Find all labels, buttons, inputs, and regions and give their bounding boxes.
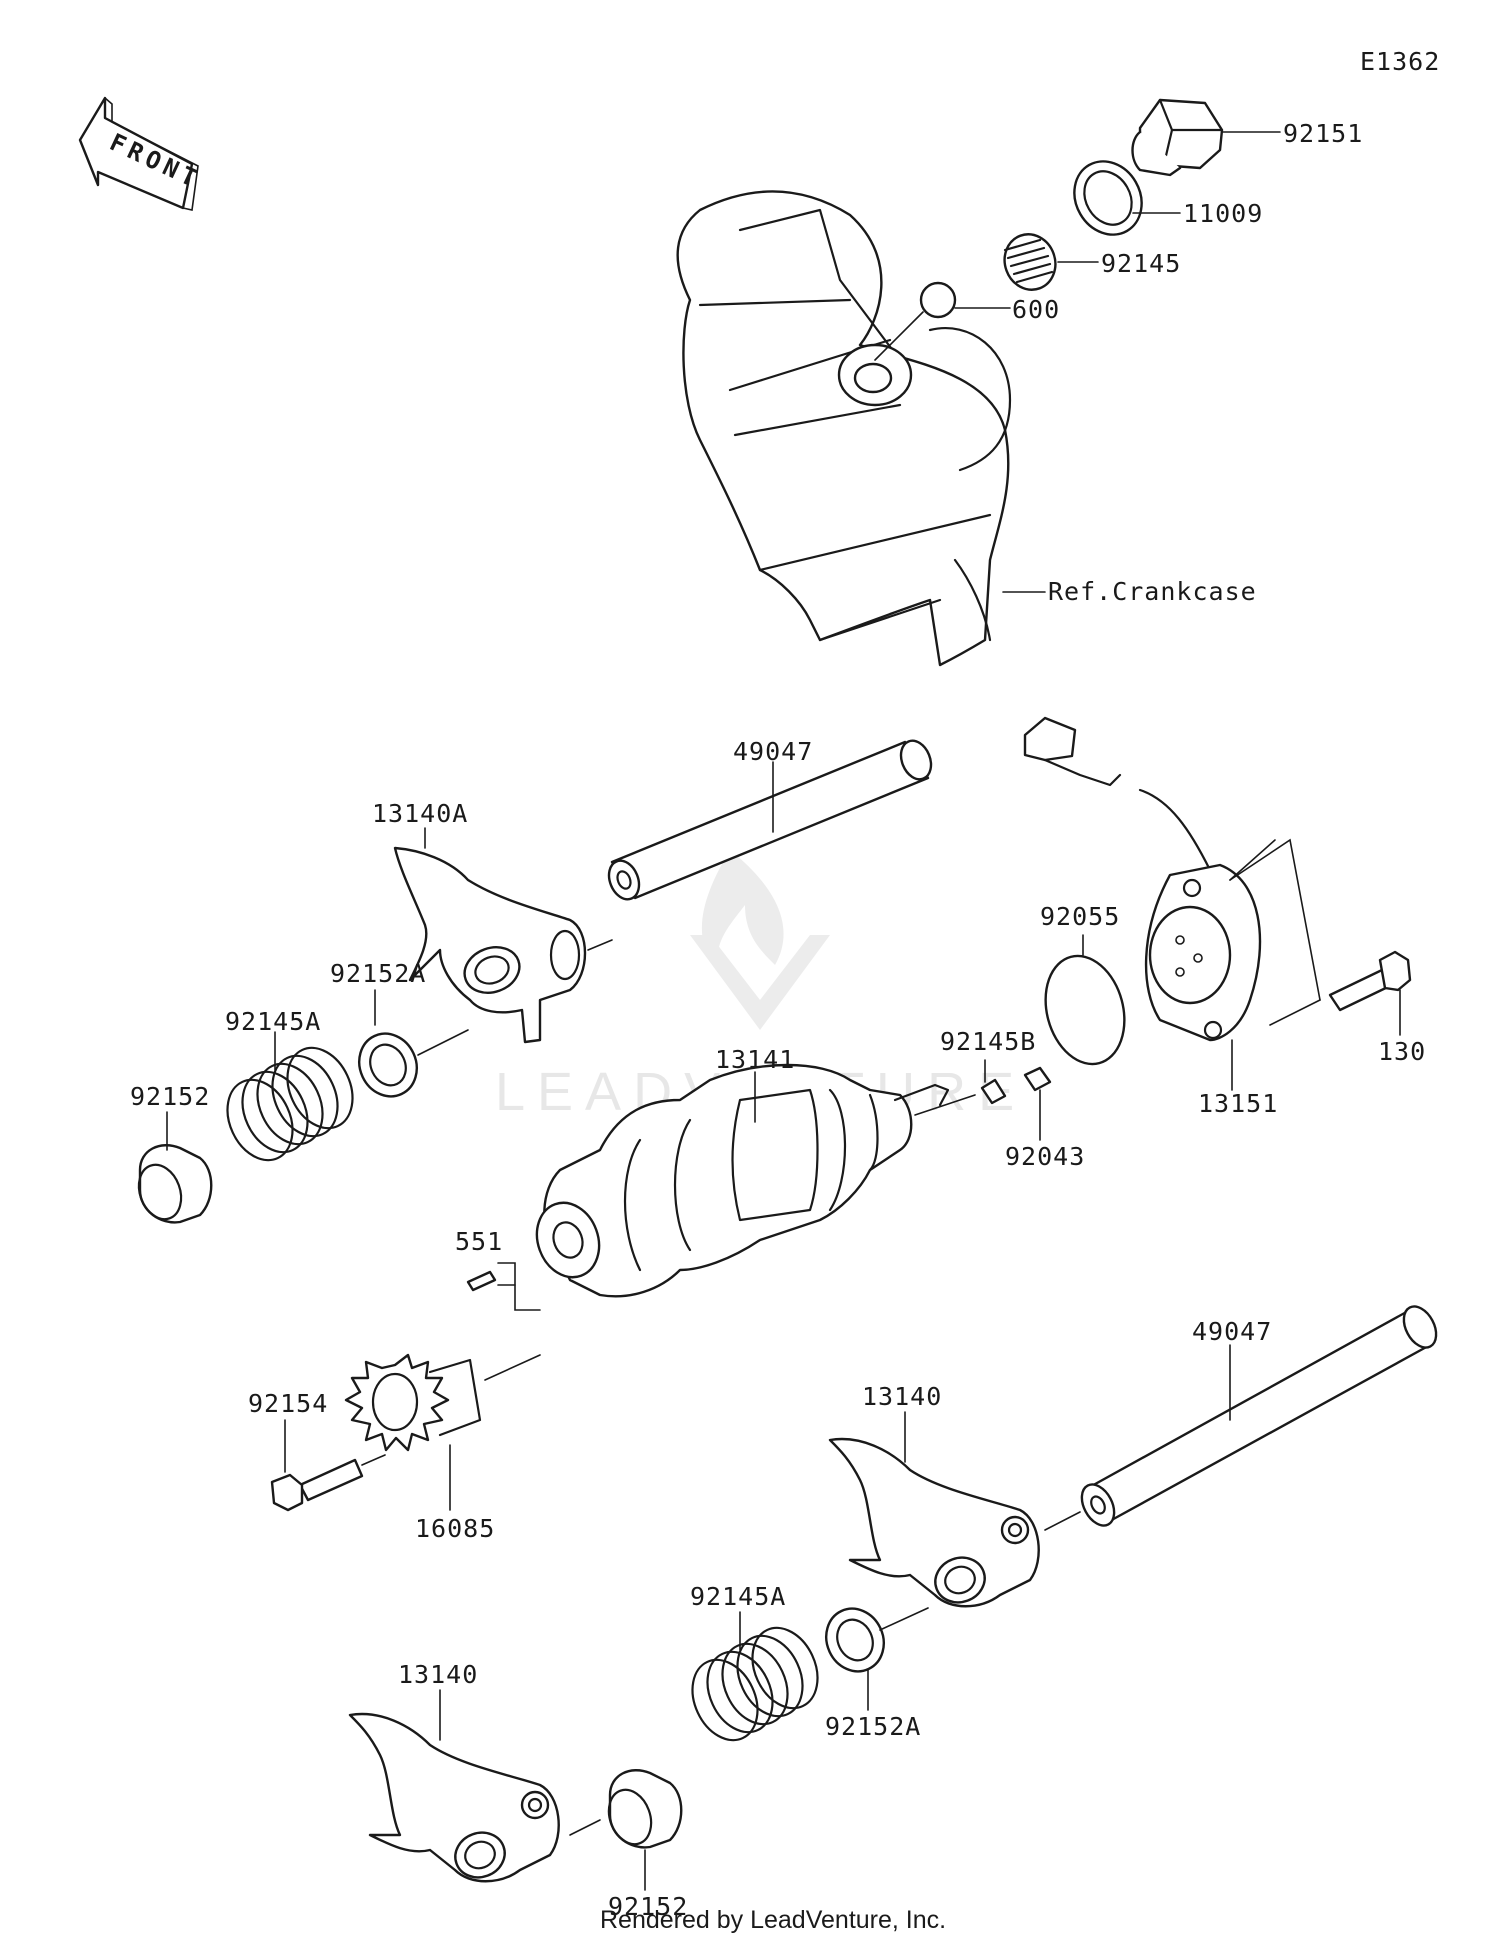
diagram-code: E1362 <box>1360 47 1440 76</box>
front-arrow-icon: FRONT <box>78 96 205 211</box>
shaft-49047-top <box>607 739 933 901</box>
shift-fork-13140-bottom <box>348 1712 560 1883</box>
label-13140-bottom: 13140 <box>398 1660 478 1689</box>
label-92152A-bottom: 92152A <box>825 1712 921 1741</box>
spring-92145A-bottom <box>691 1626 819 1742</box>
plug-bolt-92151 <box>1131 98 1224 177</box>
label-49047-top: 49047 <box>733 737 813 766</box>
o-ring-92055 <box>1044 954 1126 1066</box>
label-13140A: 13140A <box>372 799 468 828</box>
spring-92145 <box>1003 233 1057 291</box>
label-13140-mid: 13140 <box>862 1382 942 1411</box>
label-92145B: 92145B <box>940 1027 1036 1056</box>
bolt-130 <box>1328 950 1412 1012</box>
label-600: 600 <box>1012 295 1060 324</box>
crankcase-reference <box>676 190 1012 667</box>
ball-600 <box>919 281 957 319</box>
label-92055: 92055 <box>1040 902 1120 931</box>
label-92154: 92154 <box>248 1389 328 1418</box>
label-13141: 13141 <box>715 1045 795 1074</box>
washer-11009 <box>1073 160 1143 236</box>
spacer-92152A-bottom <box>825 1607 885 1673</box>
sensor-13151 <box>1023 716 1262 1042</box>
label-551: 551 <box>455 1227 503 1256</box>
shift-fork-13140-mid <box>828 1437 1040 1608</box>
spacer-92152-top <box>137 1144 213 1224</box>
label-92145: 92145 <box>1101 249 1181 278</box>
label-49047-bottom: 49047 <box>1192 1317 1272 1346</box>
pin-92043 <box>1023 1066 1052 1092</box>
spring-92145A-top <box>226 1046 354 1162</box>
label-16085: 16085 <box>415 1514 495 1543</box>
spacer-92152A-top <box>358 1032 418 1098</box>
spacer-92152-bottom <box>607 1769 683 1849</box>
bolt-92154 <box>270 1458 364 1512</box>
shift-fork-13140A <box>393 846 587 1044</box>
label-13151: 13151 <box>1198 1089 1278 1118</box>
footer-credit: Rendered by LeadVenture, Inc. <box>600 1906 946 1934</box>
label-11009: 11009 <box>1183 199 1263 228</box>
gear-16085 <box>344 1353 482 1452</box>
shaft-49047-bottom <box>1080 1305 1438 1527</box>
label-92043: 92043 <box>1005 1142 1085 1171</box>
spring-92145B <box>980 1078 1007 1105</box>
label-92152-top: 92152 <box>130 1082 210 1111</box>
label-92145A-top: 92145A <box>225 1007 321 1036</box>
label-92152A-top: 92152A <box>330 959 426 988</box>
pin-551 <box>466 1270 497 1292</box>
label-92145A-bottom: 92145A <box>690 1582 786 1611</box>
shift-drum-13141 <box>535 1063 950 1298</box>
label-92152-bottom: 92152 <box>608 1892 688 1921</box>
label-ref-crankcase: Ref.Crankcase <box>1048 577 1257 606</box>
label-130: 130 <box>1378 1037 1426 1066</box>
label-92151: 92151 <box>1283 119 1363 148</box>
